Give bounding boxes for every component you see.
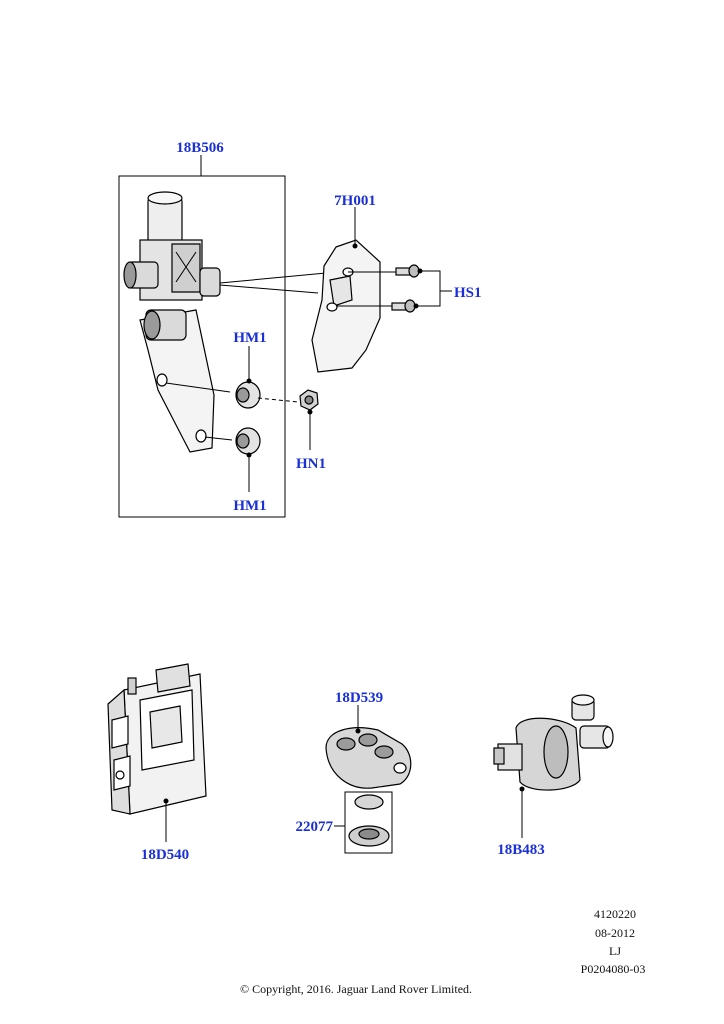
valve-bracket bbox=[139, 309, 215, 453]
shield-callout[interactable]: 7H001 bbox=[334, 193, 376, 209]
battery-frame bbox=[344, 791, 393, 854]
remote-callout[interactable]: 18D539 bbox=[335, 690, 383, 706]
screws-bracket-line bbox=[416, 270, 441, 307]
actuator-cap bbox=[147, 191, 183, 205]
nut-group: HN1 bbox=[296, 389, 326, 472]
module-connector bbox=[155, 663, 191, 693]
shield-pressing bbox=[329, 275, 353, 307]
bracket-hole-lower bbox=[195, 429, 207, 443]
remote-button-3 bbox=[374, 745, 394, 759]
module-bracket-upper bbox=[111, 715, 129, 749]
nut-bore bbox=[304, 395, 314, 405]
heater-valve bbox=[123, 191, 221, 341]
remote-keyring-hole bbox=[393, 762, 407, 774]
heat-shield-group: 7H001 bbox=[311, 193, 398, 373]
module-recess bbox=[149, 705, 183, 749]
screws-callout[interactable]: HS1 bbox=[454, 285, 482, 301]
outlet-top-rim bbox=[571, 694, 595, 706]
mount-upper-callout[interactable]: HM1 bbox=[233, 330, 266, 346]
remote-button-1 bbox=[336, 737, 356, 751]
bracket-hole-upper bbox=[156, 373, 168, 387]
nut-guide bbox=[257, 397, 299, 403]
mount-lower bbox=[235, 427, 261, 455]
shield-guide-upper bbox=[219, 272, 327, 284]
pump-motor-end bbox=[543, 725, 569, 779]
pump-callout[interactable]: 18B483 bbox=[497, 842, 545, 858]
port-bottom-opening bbox=[143, 310, 161, 340]
footer-reference: P0204080-03 bbox=[581, 962, 646, 976]
valve-assembly-callout[interactable]: 18B506 bbox=[176, 140, 224, 156]
nut-callout[interactable]: HN1 bbox=[296, 456, 326, 472]
battery-cell bbox=[354, 794, 384, 810]
control-module-callout[interactable]: 18D540 bbox=[141, 847, 189, 863]
remote-group: 18D539 bbox=[325, 690, 412, 789]
connector-pins bbox=[175, 251, 197, 283]
mount-upper bbox=[235, 381, 261, 409]
valve-port-right bbox=[199, 267, 221, 297]
screw-lower bbox=[391, 299, 416, 313]
battery-seal-inner bbox=[358, 828, 380, 840]
port-left-opening bbox=[123, 261, 137, 289]
footer: 4120220 08-2012 LJ P0204080-03 © Copyrig… bbox=[240, 907, 645, 996]
footer-initials: LJ bbox=[609, 944, 621, 958]
shield-guide-lower bbox=[219, 284, 319, 294]
mount-lower-guide bbox=[204, 436, 233, 441]
mount-lower-callout[interactable]: HM1 bbox=[233, 498, 266, 514]
valve-assembly-frame bbox=[118, 175, 286, 518]
battery-group: 22077 bbox=[296, 791, 393, 854]
screw-upper bbox=[395, 264, 420, 278]
control-module-group: 18D540 bbox=[107, 663, 207, 863]
valve-connector bbox=[171, 243, 201, 293]
module-mount-hole bbox=[115, 770, 125, 780]
screws-group: HS1 bbox=[391, 264, 482, 313]
footer-date: 08-2012 bbox=[595, 926, 635, 940]
remote-button-2 bbox=[358, 733, 378, 747]
footer-code: 4120220 bbox=[594, 907, 636, 921]
footer-copyright: © Copyright, 2016. Jaguar Land Rover Lim… bbox=[240, 982, 472, 996]
mount-upper-guide bbox=[165, 382, 231, 393]
battery-callout[interactable]: 22077 bbox=[296, 819, 334, 835]
pump-connector-plug bbox=[493, 747, 505, 765]
valve-assembly-group: 18B506 HM bbox=[118, 140, 299, 518]
module-stud bbox=[127, 677, 137, 695]
shield-hole-lower bbox=[326, 302, 338, 312]
outlet-side-rim bbox=[602, 726, 614, 748]
pump-group: 18B483 bbox=[493, 694, 614, 858]
